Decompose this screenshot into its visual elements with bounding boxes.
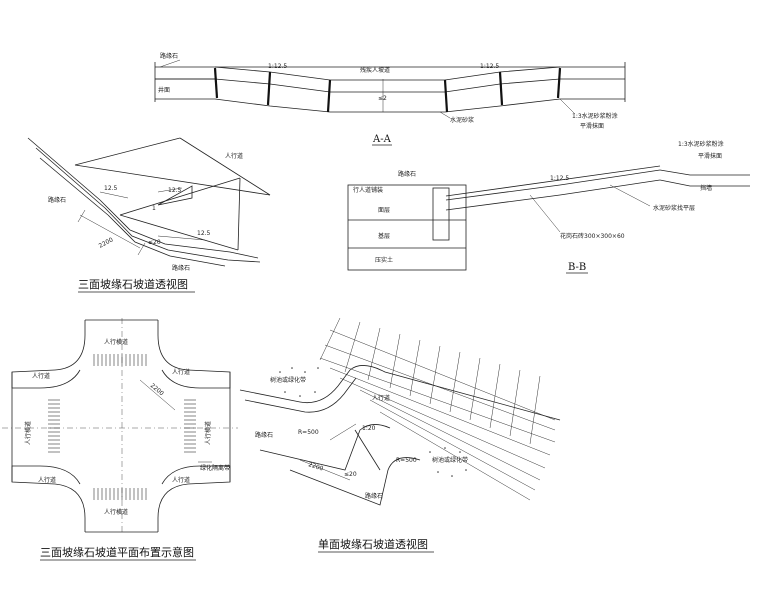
aa-slope-right: 1:12.5 <box>480 63 499 70</box>
three-curb-bottom: 路缘石 <box>172 264 190 272</box>
single-r-right: R=500 <box>396 457 417 464</box>
section-bb: 路缘石 行人道铺装 面层 基层 压实土 1:12.5 1:3水泥砂浆粉涂 平滑抹… <box>347 140 750 274</box>
three-sidewalk-label: 人行道 <box>225 152 243 160</box>
plan-sidewalk-br: 人行道 <box>172 476 190 484</box>
plan-crosswalk-left: 人行横道 <box>24 421 32 445</box>
three-slope-b: 12.5 <box>168 187 182 194</box>
crosswalk-right <box>184 399 196 453</box>
three-slope-c: 12.5 <box>197 230 211 237</box>
crosswalk-top <box>93 354 147 366</box>
three-side-perspective: 人行道 12.5 12.5 12.5 路缘石 路缘石 2200 ≤20 1 三面… <box>27 137 271 293</box>
three-dim-length: 2200 <box>98 236 115 249</box>
single-perspective: 树池或绿化带 树池或绿化带 人行道 路缘石 路缘石 R=500 R=500 22… <box>239 317 561 553</box>
plan-title: 三面坡缘石坡道平面布置示意图 <box>40 545 194 559</box>
bb-title: B-B <box>568 262 586 273</box>
single-plant-bottom: 树池或绿化带 <box>432 456 468 464</box>
crosswalk-bottom <box>93 488 147 500</box>
single-title: 单面坡缘石坡道透视图 <box>318 537 428 551</box>
three-num: 1 <box>152 205 156 212</box>
bb-finish-label: 平滑抹面 <box>698 152 722 160</box>
bb-base-label: 面层 <box>378 207 390 214</box>
aa-slope-left: 1:12.5 <box>268 63 287 70</box>
section-aa: 路缘石 井面 1:12.5 1:12.5 残疾人坡道 ≤2 水泥砂浆 1:3水泥… <box>154 52 626 146</box>
aa-depth-label: ≤2 <box>378 95 387 102</box>
single-sidewalk: 人行道 <box>372 394 390 402</box>
aa-cement-mortar-label: 1:3水泥砂浆粉涂 <box>572 112 618 120</box>
bb-mortar-top-label: 1:3水泥砂浆粉涂 <box>678 140 724 148</box>
plant-dots <box>279 367 467 477</box>
plan-crosswalk-right: 人行横道 <box>204 421 212 445</box>
aa-pavement-label: 井面 <box>158 86 170 94</box>
bb-sidewalk-label: 行人道铺装 <box>353 186 383 194</box>
bb-subbase-label: 基层 <box>378 232 390 240</box>
aa-title: A-A <box>372 134 392 145</box>
plan-sidewalk-bl: 人行道 <box>38 476 56 484</box>
single-dim-small: ≤20 <box>344 471 357 478</box>
bb-curb-label: 路缘石 <box>398 170 416 178</box>
single-curb-bottom: 路缘石 <box>365 492 383 500</box>
crosswalk-left <box>48 399 60 453</box>
aa-finish-label: 平滑抹面 <box>580 122 604 130</box>
single-slope: 1:20 <box>362 425 376 432</box>
three-dim-small: ≤20 <box>148 239 161 246</box>
plan-sidewalk-tr: 人行道 <box>172 368 190 376</box>
bb-wall-label: 挡墙 <box>700 184 712 192</box>
plan-view: 人行横道 人行横道 人行横道 人行横道 人行道 人行道 人行道 人行道 2200… <box>2 318 238 561</box>
single-r-left: R=500 <box>298 429 319 436</box>
plan-crosswalk-top: 人行横道 <box>104 338 128 346</box>
paving-grid <box>319 317 556 501</box>
three-side-title: 三面坡缘石坡道透视图 <box>78 277 188 291</box>
plan-green: 绿化隔离带 <box>200 464 230 472</box>
bb-slope-label: 1:12.5 <box>550 175 569 182</box>
single-curb-top: 路缘石 <box>255 431 273 439</box>
plan-sidewalk-tl: 人行道 <box>32 372 50 380</box>
single-dim-length: 2200 <box>307 461 324 472</box>
three-slope-a: 12.5 <box>104 185 118 192</box>
aa-ramp-label: 残疾人坡道 <box>360 66 390 74</box>
plan-crosswalk-bottom: 人行横道 <box>104 508 128 516</box>
single-plant-top: 树池或绿化带 <box>270 376 306 384</box>
three-curb-top: 路缘石 <box>48 196 66 204</box>
bb-mortar-level-label: 水泥砂浆找平层 <box>653 204 695 212</box>
bb-soil-label: 压实土 <box>375 256 393 264</box>
aa-curb-label: 路缘石 <box>160 52 178 60</box>
aa-mortar-label: 水泥砂浆 <box>450 116 474 124</box>
bb-tile-label: 花岗石砖300×300×60 <box>560 232 625 240</box>
